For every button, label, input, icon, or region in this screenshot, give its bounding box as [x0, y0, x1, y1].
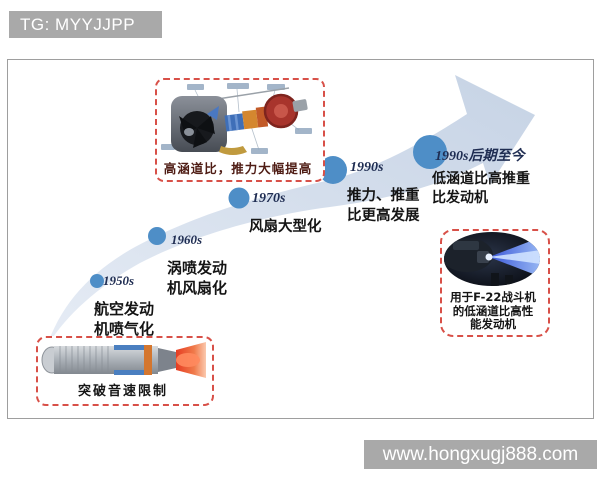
- turbojet-image: [41, 342, 206, 378]
- milestone-desc-1950s: 航空发动 机喷气化: [94, 299, 154, 339]
- milestone-desc-1990s-late: 低涵道比高推重 比发动机: [432, 170, 530, 208]
- era-label-1950s: 1950s: [103, 273, 135, 288]
- milestone-desc-1970s: 风扇大型化: [249, 217, 322, 237]
- orange-ring: [144, 345, 152, 375]
- rear-cap: [292, 99, 308, 112]
- turbofan-cutaway-image: [161, 83, 312, 155]
- test-stand-pillar: [491, 273, 499, 286]
- watermark-bottom: www.hongxugj888.com: [364, 440, 597, 469]
- engine-core: [224, 106, 269, 132]
- watermark-bottom-text: www.hongxugj888.com: [382, 443, 579, 465]
- desc-line: 比更高发展: [347, 208, 420, 224]
- turbofan-caption: 高涵道比，推力大幅提高: [163, 161, 313, 176]
- desc-line: 推力、推重: [347, 188, 420, 204]
- engine-body: [54, 346, 158, 374]
- engine-nozzle: [477, 251, 489, 263]
- engine-detail: [453, 241, 479, 250]
- f22-caption-line: 用于F-22战斗机: [450, 290, 536, 304]
- nozzle: [158, 348, 176, 372]
- desc-line: 机风扇化: [167, 279, 228, 297]
- test-stand-pillar: [505, 275, 513, 286]
- f22-engine-image: [444, 232, 540, 286]
- turbojet-caption: 突破音速限制: [77, 384, 168, 399]
- era-label-1990s: 1990s: [350, 160, 384, 175]
- beam-origin-glow: [485, 253, 493, 261]
- era-label-1960s: 1960s: [171, 232, 203, 247]
- beam-core: [489, 250, 540, 264]
- callout-label-chips: [161, 83, 312, 154]
- desc-line: 航空发动: [94, 300, 155, 318]
- desc-line: 机喷气化: [94, 320, 155, 338]
- gearbox-gold: [219, 146, 247, 155]
- engine-rod: [210, 87, 290, 101]
- blue-band-top: [114, 345, 144, 350]
- watermark-top-text: TG: MYYJJPP: [20, 14, 136, 34]
- f22-caption: 用于F-22战斗机 的低涵道比高性 能发动机: [441, 290, 545, 332]
- desc-line: 低涵道比高推重: [432, 171, 530, 187]
- turbine-hub: [274, 104, 288, 118]
- milestone-desc-1960s: 涡喷发动 机风扇化: [167, 258, 227, 298]
- milestone-desc-1990s: 推力、推重 比更高发展: [347, 186, 420, 226]
- era-label-1970s: 1970s: [252, 191, 286, 206]
- f22-caption-line: 的低涵道比高性: [452, 303, 534, 318]
- era-label-1990s-late: 1990s后期至今: [435, 149, 525, 164]
- body-ribs: [59, 346, 109, 374]
- flame-core: [176, 353, 200, 367]
- desc-line: 风扇大型化: [249, 219, 322, 235]
- fan-blades: [179, 106, 219, 148]
- desc-line: 比发动机: [432, 190, 488, 206]
- watermark-top: TG: MYYJJPP: [9, 11, 162, 38]
- blue-band-bottom: [114, 370, 144, 375]
- desc-line: 涡喷发动: [167, 259, 228, 277]
- f22-caption-line: 能发动机: [470, 317, 516, 331]
